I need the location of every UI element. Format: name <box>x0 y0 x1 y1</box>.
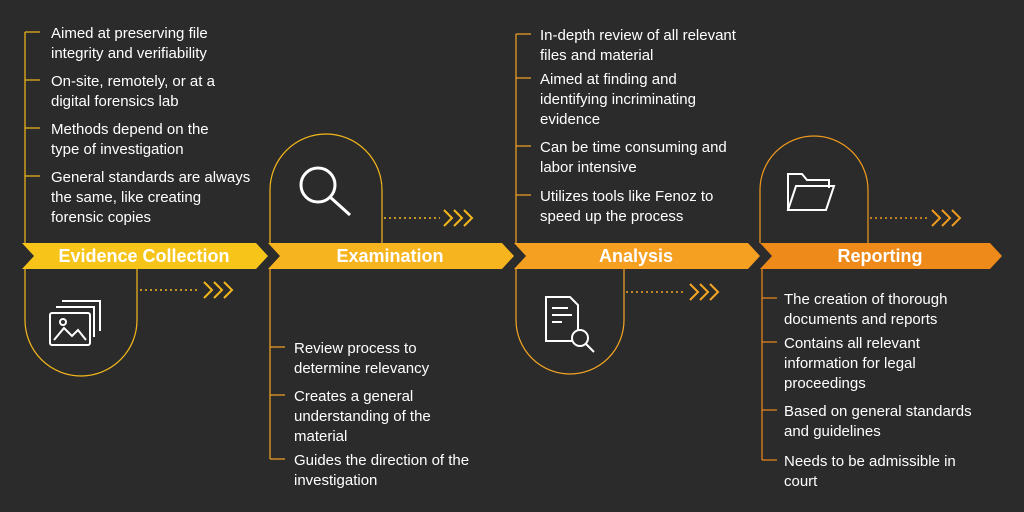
analysis-bracket <box>515 33 531 243</box>
analysis-bullet-3: Can be time consuming and labor intensiv… <box>540 139 727 176</box>
examination-bullet-3: Guides the direction of the investigatio… <box>294 452 470 489</box>
evidence-collection-bullet-4: General standards are always the same, l… <box>51 169 251 226</box>
evidence-collection-bullet-3: Methods depend on the type of investigat… <box>51 121 209 158</box>
stage-band-reporting <box>760 243 1002 269</box>
analysis-bullet-2: Aimed at finding and identifying incrimi… <box>540 71 696 128</box>
stage-label-reporting: Reporting <box>837 246 923 266</box>
stage-label-evidence-collection: Evidence Collection <box>58 246 230 266</box>
examination-bracket <box>269 269 285 460</box>
reporting-bullet-4: Needs to be admissible in court <box>784 453 956 490</box>
stage-band-examination <box>268 243 514 269</box>
stage-band-evidence-collection <box>22 243 268 269</box>
examination-bullet-2: Creates a general understanding of the m… <box>294 388 431 445</box>
reporting-bullet-1: The creation of thorough documents and r… <box>784 291 948 328</box>
connector-1 <box>140 281 234 299</box>
evidence-collection-bullet-1: Aimed at preserving file integrity and v… <box>51 25 208 62</box>
examination-bullet-1: Review process to determine relevancy <box>294 340 430 377</box>
folder-icon <box>786 173 836 211</box>
stage-label-analysis: Analysis <box>598 246 674 266</box>
images-icon <box>49 300 101 346</box>
reporting-bracket <box>761 269 777 461</box>
connector-4 <box>870 209 962 227</box>
search-icon <box>299 166 352 217</box>
evidence-collection-bracket <box>24 31 40 243</box>
connector-2 <box>384 209 474 227</box>
examination-capsule <box>269 133 383 243</box>
analysis-capsule <box>515 269 625 375</box>
analysis-bullet-4: Utilizes tools like Fenoz to speed up th… <box>540 188 714 225</box>
stage-label-examination: Examination <box>336 246 444 266</box>
reporting-bullet-2: Contains all relevant information for le… <box>784 335 920 392</box>
reporting-capsule <box>759 135 869 243</box>
document-search-icon <box>545 296 595 353</box>
connector-3 <box>626 283 720 301</box>
reporting-bullet-3: Based on general standards and guideline… <box>784 403 972 440</box>
evidence-collection-bullet-2: On-site, remotely, or at a digital foren… <box>51 73 215 110</box>
evidence-collection-capsule <box>24 269 138 377</box>
stage-band-analysis <box>514 243 760 269</box>
analysis-bullet-1: In-depth review of all relevant files an… <box>540 27 736 64</box>
